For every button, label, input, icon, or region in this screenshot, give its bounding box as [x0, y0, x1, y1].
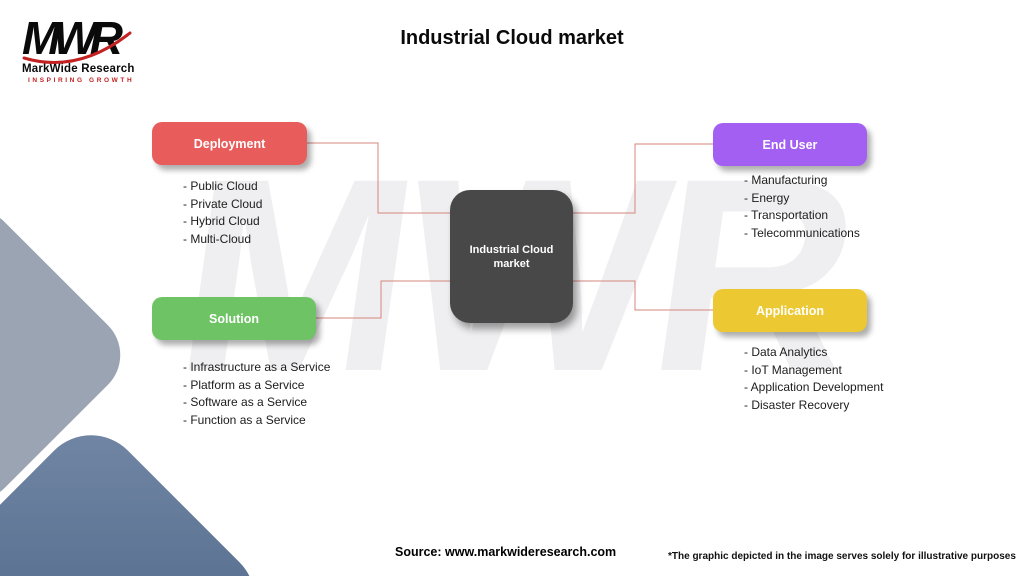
list-item: - Multi-Cloud	[183, 231, 252, 246]
node-end-user-label: End User	[762, 137, 818, 152]
list-item: - Infrastructure as a Service	[183, 360, 331, 374]
list-item: - Disaster Recovery	[744, 397, 850, 412]
node-deployment-label: Deployment	[193, 136, 266, 151]
node-end-user: End User	[713, 123, 867, 166]
list-item: - Manufacturing	[744, 173, 828, 187]
list-item: - Function as a Service	[183, 412, 306, 427]
connector-solution	[316, 280, 450, 319]
logo-tagline: Inspiring Growth	[28, 77, 135, 84]
solution-item-list: - Infrastructure as a Service - Platform…	[183, 359, 330, 429]
node-application-label: Application	[755, 303, 825, 318]
deployment-item-list: - Public Cloud - Private Cloud - Hybrid …	[183, 178, 262, 248]
center-node-label: Industrial Cloud market	[469, 243, 554, 270]
page-title: Industrial Cloud market	[400, 27, 624, 49]
node-solution-label: Solution	[209, 311, 259, 326]
list-item: - Energy	[744, 190, 790, 205]
list-item: - Hybrid Cloud	[183, 214, 260, 228]
source-url: www.markwideresearch.com	[445, 545, 617, 559]
connector-deployment	[307, 142, 450, 214]
list-item: - Public Cloud	[183, 179, 258, 193]
disclaimer-text: *The graphic depicted in the image serve…	[668, 551, 1016, 562]
application-item-list: - Data Analytics - IoT Management - Appl…	[744, 344, 883, 414]
logo-acronym-text: MWR	[22, 12, 123, 64]
node-application: Application	[713, 289, 867, 332]
logo-company-name: MarkWide Research	[22, 63, 135, 75]
source-line: Source: www.markwideresearch.com	[395, 545, 616, 559]
list-item: - IoT Management	[744, 362, 842, 377]
connector-end-user	[573, 143, 713, 214]
list-item: - Platform as a Service	[183, 377, 305, 392]
center-node: Industrial Cloud market	[450, 190, 573, 323]
list-item: - Data Analytics	[744, 345, 828, 359]
source-label: Source:	[395, 545, 442, 559]
node-deployment: Deployment	[152, 122, 307, 165]
logo-swoosh-icon	[22, 31, 132, 64]
connector-application	[573, 280, 713, 311]
markwide-logo: MWR MarkWide Research Inspiring Growth	[22, 14, 152, 84]
end-user-item-list: - Manufacturing - Energy - Transportatio…	[744, 172, 860, 242]
node-solution: Solution	[152, 297, 316, 340]
list-item: - Transportation	[744, 208, 829, 222]
list-item: - Application Development	[744, 380, 884, 394]
list-item: - Telecommunications	[744, 225, 860, 240]
list-item: - Private Cloud	[183, 196, 263, 211]
list-item: - Software as a Service	[183, 395, 308, 409]
